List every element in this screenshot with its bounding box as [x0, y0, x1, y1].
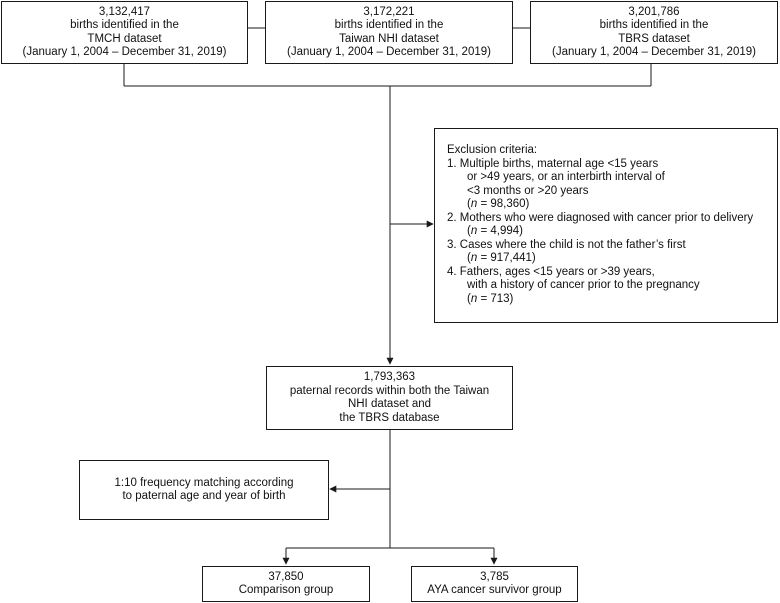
criterion-2-count: (n = 4,994): [467, 225, 523, 237]
paternal-records-box: 1,793,363 paternal records within both t…: [266, 366, 513, 430]
source-count: 3,132,417: [98, 5, 151, 18]
source-period: (January 1, 2004 – December 31, 2019): [552, 46, 756, 58]
source-dataset: Taiwan NHI dataset: [339, 32, 439, 45]
comparison-label: Comparison group: [238, 584, 334, 596]
survivor-group-box: 3,785 AYA cancer survivor group: [411, 566, 578, 602]
criterion-4-line-1: 4. Fathers, ages <15 years or >39 years,: [447, 265, 655, 278]
criterion-3-line-1: 3. Cases where the child is not the fath…: [447, 238, 686, 251]
survivor-label: AYA cancer survivor group: [427, 584, 562, 596]
comparison-count: 37,850: [268, 570, 304, 583]
source-box-tmch: 3,132,417 births identified in the TMCH …: [1, 1, 248, 64]
paternal-line-3: the TBRS database: [339, 411, 440, 424]
source-box-tbrs: 3,201,786 births identified in the TBRS …: [530, 1, 778, 64]
paternal-line-2: NHI dataset and: [347, 398, 432, 410]
matching-line-2: to paternal age and year of birth: [122, 490, 286, 502]
source-dataset: TMCH dataset: [87, 32, 162, 45]
source-desc: births identified in the: [70, 19, 179, 31]
source-dataset: TBRS dataset: [618, 32, 690, 45]
source-count: 3,201,786: [628, 5, 680, 18]
comparison-group-box: 37,850 Comparison group: [202, 566, 370, 602]
source-period: (January 1, 2004 – December 31, 2019): [287, 46, 491, 58]
paternal-count: 1,793,363: [363, 371, 416, 383]
criterion-3-count: (n = 917,441): [467, 252, 536, 264]
criterion-1-line-1: 1. Multiple births, maternal age <15 yea…: [447, 157, 659, 170]
source-count: 3,172,221: [363, 5, 415, 18]
matching-box: 1:10 frequency matching according to pat…: [79, 460, 329, 520]
matching-line-1: 1:10 frequency matching according: [114, 476, 294, 489]
source-desc: births identified in the: [334, 19, 444, 31]
paternal-line-1: paternal records within both the Taiwan: [289, 384, 490, 397]
source-desc: births identified in the: [599, 19, 709, 31]
criterion-1-count: (n = 98,360): [467, 198, 530, 210]
exclusion-title: Exclusion criteria:: [447, 144, 538, 156]
survivor-count: 3,785: [480, 570, 509, 583]
criterion-4-count: (n = 713): [467, 292, 514, 305]
criterion-2-line-1: 2. Mothers who were diagnosed with cance…: [447, 211, 754, 224]
criterion-1-line-3: <3 months or >20 years: [467, 184, 589, 197]
source-box-nhi: 3,172,221 births identified in the Taiwa…: [265, 1, 513, 64]
criterion-1-line-2: or >49 years, or an interbirth interval …: [467, 171, 665, 183]
source-period: (January 1, 2004 – December 31, 2019): [22, 46, 227, 58]
criterion-4-line-2: with a history of cancer prior to the pr…: [467, 279, 700, 291]
exclusion-criteria-box: Exclusion criteria: 1. Multiple births, …: [434, 128, 778, 323]
